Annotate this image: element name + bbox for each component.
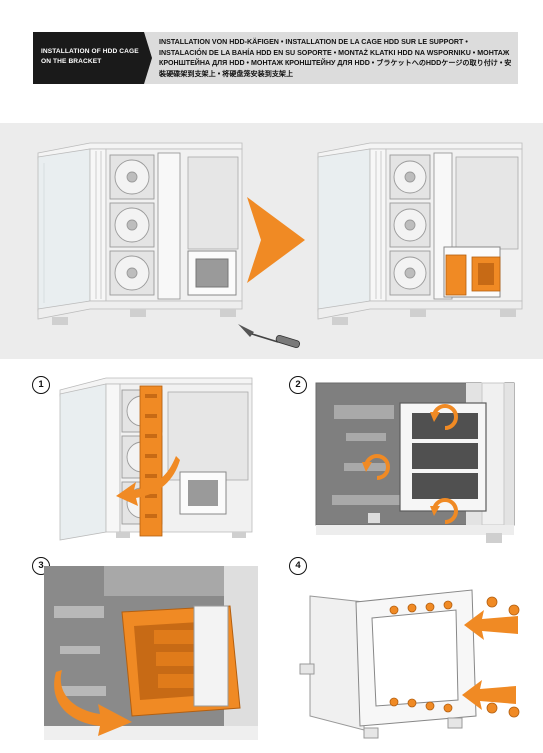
step-1-number: 1 bbox=[32, 376, 50, 394]
arrow-left-icon bbox=[464, 610, 518, 640]
step-2-illustration bbox=[315, 382, 515, 543]
rotate-arrow-icon bbox=[430, 498, 458, 524]
header-title: INSTALLATION OF HDD CAGE ON THE BRACKET bbox=[41, 48, 139, 65]
rotate-arrow-icon bbox=[430, 404, 458, 430]
arrow-left-icon bbox=[462, 680, 516, 710]
screwdriver-icon bbox=[238, 324, 301, 348]
instruction-header: INSTALLATION VON HDD-KÄFIGEN • INSTALLAT… bbox=[33, 32, 518, 84]
step-4-illustration bbox=[299, 589, 477, 739]
case-after-illustration bbox=[317, 142, 523, 325]
curved-arrow-icon bbox=[116, 456, 180, 506]
step-2-number: 2 bbox=[289, 376, 307, 394]
header-pointer-icon bbox=[144, 32, 152, 84]
header-title-box: INSTALLATION OF HDD CAGE ON THE BRACKET bbox=[33, 32, 144, 84]
screw-icons bbox=[389, 596, 520, 718]
curved-arrow-icon bbox=[54, 670, 132, 736]
rotate-arrow-icon bbox=[362, 454, 390, 480]
case-before-illustration bbox=[37, 142, 243, 325]
header-translations: INSTALLATION VON HDD-KÄFIGEN • INSTALLAT… bbox=[159, 38, 512, 78]
header-translations-box: INSTALLATION VON HDD-KÄFIGEN • INSTALLAT… bbox=[143, 32, 518, 84]
step-4-number: 4 bbox=[289, 557, 307, 575]
step-1-illustration bbox=[59, 377, 253, 541]
arrow-right-icon bbox=[247, 197, 305, 283]
